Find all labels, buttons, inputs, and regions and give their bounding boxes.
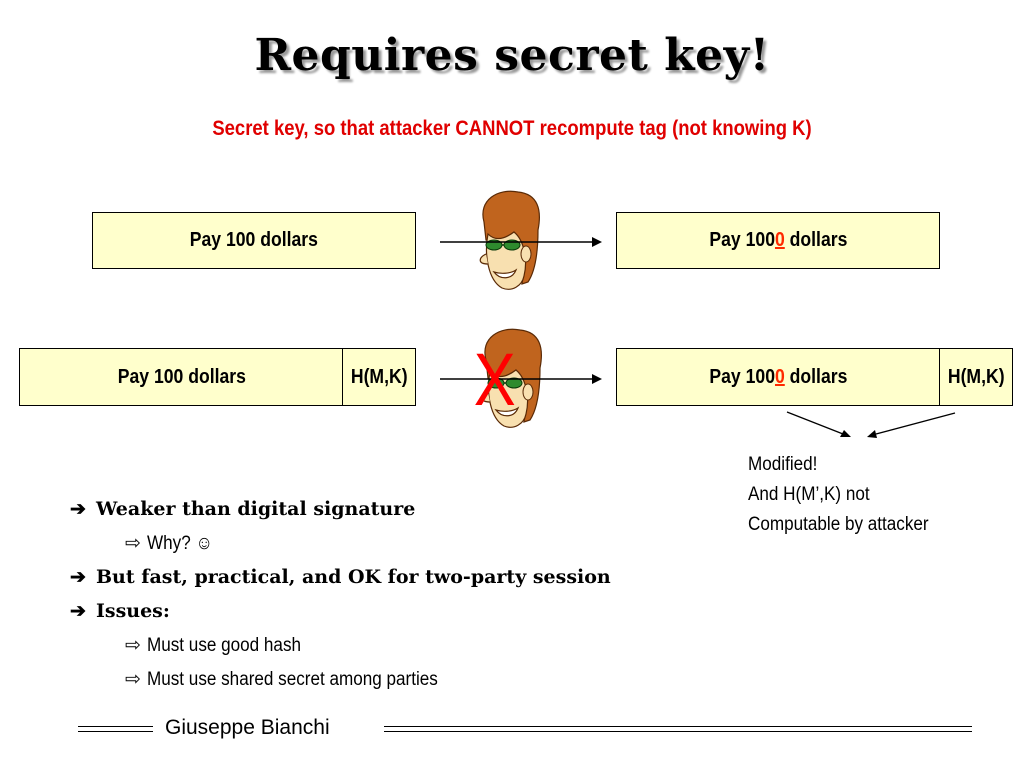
sub-bullet-item: ⇨Why? ☺ <box>125 533 213 554</box>
sub-bullet-item: ⇨Must use shared secret among parties <box>125 669 438 690</box>
arrowhead-icon <box>592 374 602 384</box>
right-arrow-icon: ➔ <box>70 498 86 520</box>
original-message-text: Pay 100 dollars <box>117 365 246 388</box>
note-line: Computable by attacker <box>748 514 929 535</box>
note-line: And H(M’,K) not <box>748 484 870 505</box>
bullet-item: ➔Weaker than digital signature <box>70 498 416 520</box>
hollow-arrow-icon: ⇨ <box>125 635 141 656</box>
pointer-arrow <box>875 412 956 435</box>
modified-message-text: Pay 1000 dollars <box>709 229 847 251</box>
modified-tag-text: H(M,K) <box>947 365 1005 388</box>
arrowhead-icon <box>867 430 877 438</box>
modified-message-box: Pay 1000 dollars <box>616 212 940 269</box>
footer-author: Giuseppe Bianchi <box>165 716 330 739</box>
bullet-item: ➔Issues: <box>70 600 170 622</box>
footer-rule-right <box>384 726 972 732</box>
slide-title: Requires secret key! <box>254 30 770 81</box>
pointer-arrow <box>786 411 844 435</box>
hollow-arrow-icon: ⇨ <box>125 533 141 554</box>
original-message-text: Pay 100 dollars <box>189 229 319 251</box>
modified-tag-box: H(M,K) <box>939 348 1013 406</box>
note-line: Modified! <box>748 454 818 475</box>
arrowhead-icon <box>840 430 851 437</box>
footer-rule-left <box>78 726 153 732</box>
bullet-item: ➔But fast, practical, and OK for two-par… <box>70 566 611 588</box>
slide-subtitle: Secret key, so that attacker CANNOT reco… <box>212 117 812 140</box>
original-tag-box: H(M,K) <box>342 348 416 406</box>
sub-bullet-item: ⇨Must use good hash <box>125 635 302 656</box>
cross-mark: X <box>473 338 516 421</box>
original-tag-text: H(M,K) <box>350 365 408 388</box>
original-message-box-with-tag: Pay 100 dollars <box>19 348 344 406</box>
modification-note: Modified! And H(M’,K) not Computable by … <box>748 450 949 540</box>
modified-message-text: Pay 1000 dollars <box>709 365 848 388</box>
attacker-face-icon <box>479 190 540 290</box>
right-arrow-icon: ➔ <box>70 566 86 588</box>
modified-message-box-with-tag: Pay 1000 dollars <box>616 348 941 406</box>
right-arrow-icon: ➔ <box>70 600 86 622</box>
arrowhead-icon <box>592 237 602 247</box>
hollow-arrow-icon: ⇨ <box>125 669 141 690</box>
original-message-box: Pay 100 dollars <box>92 212 416 269</box>
